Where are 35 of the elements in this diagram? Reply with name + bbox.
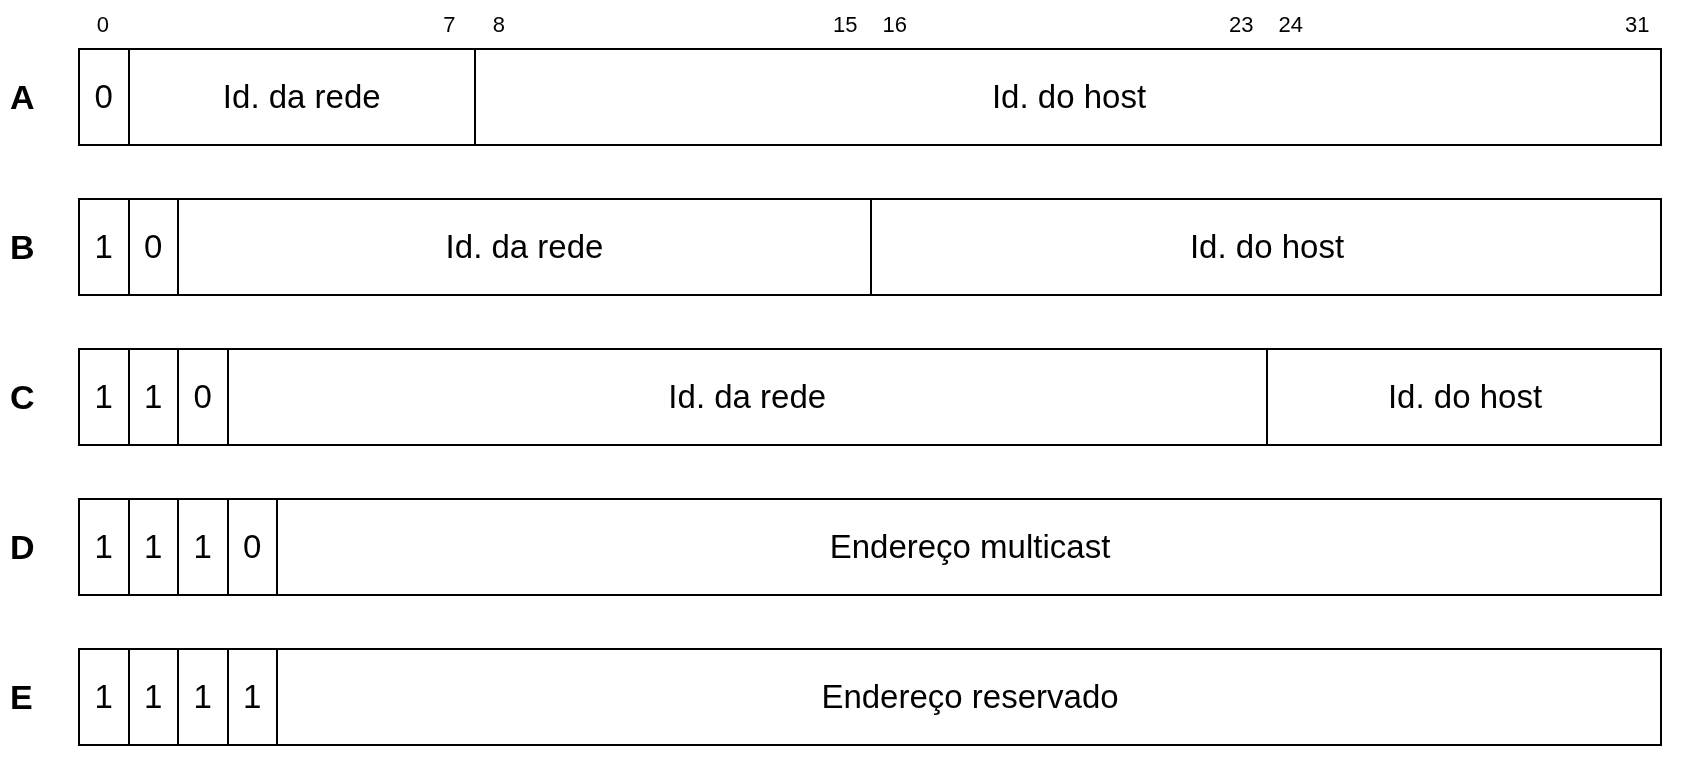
class-letter: A	[10, 78, 35, 116]
field-cell: Id. do host	[1266, 348, 1662, 446]
field-cell: Endereço multicast	[276, 498, 1662, 596]
bit-number: 16	[882, 12, 907, 38]
bit-number: 23	[1229, 12, 1254, 38]
field-cell: Id. do host	[870, 198, 1662, 296]
bit-cell: 1	[177, 648, 227, 746]
field-cell: Id. da rede	[127, 48, 474, 146]
bit-cell: 0	[78, 48, 128, 146]
bit-cell: 1	[226, 648, 276, 746]
bit-number: 0	[96, 12, 109, 38]
bit-cell: 0	[127, 198, 177, 296]
class-letter: D	[10, 528, 35, 566]
bit-number: 15	[833, 12, 858, 38]
field-cell: Endereço reservado	[276, 648, 1662, 746]
bit-number: 24	[1278, 12, 1303, 38]
class-letter: C	[10, 378, 35, 416]
bit-cell: 1	[177, 498, 227, 596]
bit-number: 31	[1625, 12, 1650, 38]
bit-cell: 0	[226, 498, 276, 596]
field-cell: Id. do host	[474, 48, 1662, 146]
bit-cell: 1	[127, 648, 177, 746]
bit-cell: 1	[78, 198, 128, 296]
bit-cell: 1	[127, 348, 177, 446]
class-letter: B	[10, 228, 35, 266]
bit-cell: 1	[78, 348, 128, 446]
bit-number: 7	[443, 12, 456, 38]
field-cell: Id. da rede	[177, 198, 870, 296]
bit-number: 8	[492, 12, 505, 38]
bit-cell: 0	[177, 348, 227, 446]
bit-cell: 1	[78, 648, 128, 746]
bit-cell: 1	[127, 498, 177, 596]
bit-cell: 1	[78, 498, 128, 596]
field-cell: Id. da rede	[226, 348, 1266, 446]
class-letter: E	[10, 678, 33, 716]
